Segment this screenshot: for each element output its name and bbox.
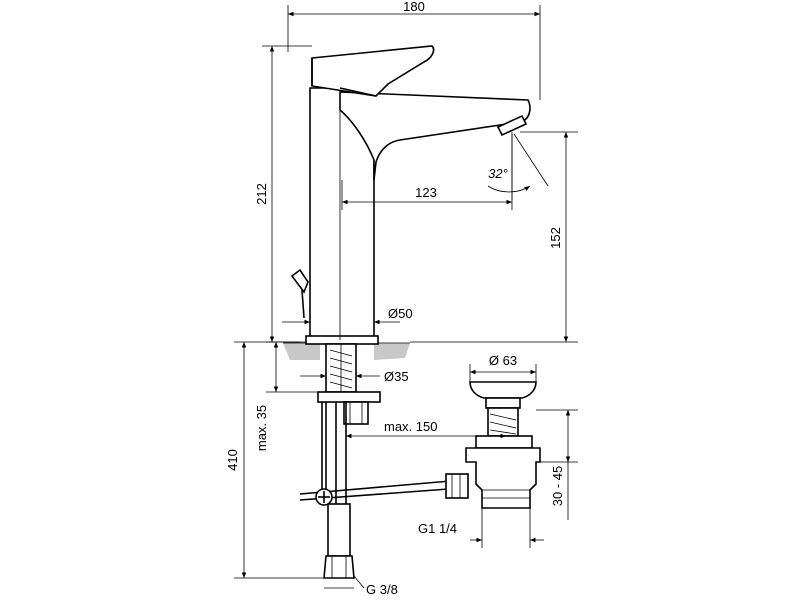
dim-dia-50-label: Ø50 — [388, 306, 413, 321]
dim-dia-35: Ø35 — [300, 369, 409, 384]
dim-410-label: 410 — [225, 449, 240, 471]
dim-123-label: 123 — [415, 185, 437, 200]
dim-max-150-label: max. 150 — [384, 419, 437, 434]
dim-max-35-label: max. 35 — [254, 405, 269, 451]
popup-waste — [445, 381, 541, 509]
dim-30-45-label: 30 - 45 — [550, 466, 565, 506]
dim-152-label: 152 — [548, 227, 563, 249]
countertop — [283, 342, 410, 360]
dim-dia-63: Ø 63 — [469, 353, 537, 382]
dim-dia-35-label: Ø35 — [384, 369, 409, 384]
linkage-rod — [299, 479, 463, 506]
dim-180-label: 180 — [403, 0, 425, 14]
dim-180: 180 — [287, 0, 541, 100]
dim-30-45: 30 - 45 — [536, 409, 578, 520]
dim-dia-63-label: Ø 63 — [489, 353, 517, 368]
dim-max-35: max. 35 — [254, 341, 318, 451]
faucet-body — [290, 45, 531, 345]
dim-152: 152 — [410, 131, 578, 343]
dim-410: 410 — [225, 341, 324, 579]
dim-g114-label: G1 1/4 — [418, 521, 457, 536]
dim-dia-50: Ø50 — [282, 306, 413, 330]
mounting-stud — [317, 343, 381, 425]
dim-g38-label: G 3/8 — [366, 582, 398, 597]
dim-angle-label: 32° — [488, 166, 508, 181]
dim-angle-32: 32° — [487, 132, 549, 200]
dim-g38: G 3/8 — [324, 575, 398, 597]
supply-hose — [321, 402, 355, 579]
dim-212-label: 212 — [254, 183, 269, 205]
dim-max-150: max. 150 — [346, 419, 506, 439]
dim-g114: G1 1/4 — [418, 508, 544, 548]
